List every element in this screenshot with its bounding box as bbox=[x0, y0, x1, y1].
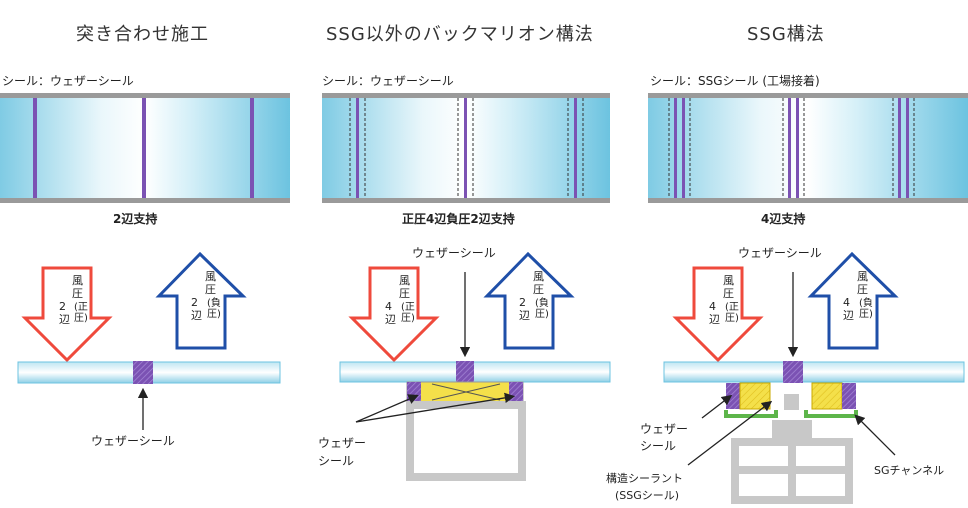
arrow-1n-sides: 2辺 bbox=[191, 296, 202, 322]
panel-3-structural-sealant-1: 構造シーラント bbox=[606, 472, 683, 485]
panel-3-elevation bbox=[648, 93, 968, 203]
panel-1-elevation bbox=[0, 93, 290, 203]
arrow-positive-pressure-1 bbox=[21, 266, 113, 363]
arrow-3n-head: 風圧 bbox=[857, 270, 868, 296]
panel-1-title: 突き合わせ施工 bbox=[76, 24, 209, 45]
arrow-3n-paren: (負圧) bbox=[859, 298, 873, 320]
panel-3-structural-sealant-2: (SSGシール) bbox=[615, 489, 680, 502]
arrow-2-sides: 4辺 bbox=[385, 300, 396, 326]
arrow-1-sides: 2辺 bbox=[59, 300, 70, 326]
arrow-3-paren: (正圧) bbox=[725, 302, 739, 324]
panel-2-weather-seal-top: ウェザーシール bbox=[412, 246, 496, 260]
arrow-1n-head: 風圧 bbox=[205, 270, 216, 296]
arrow-1-paren: (正圧) bbox=[74, 302, 88, 324]
arrow-3-sides: 4辺 bbox=[709, 300, 720, 326]
arrow-negative-pressure-2 bbox=[483, 251, 575, 350]
arrow-2n-head: 風圧 bbox=[533, 270, 544, 296]
seal-line bbox=[142, 98, 146, 198]
panel-3-weather-seal-left-2: シール bbox=[640, 439, 677, 453]
seal-line bbox=[250, 98, 254, 198]
panel-1-seal-label: シール：ウェザーシール bbox=[2, 74, 134, 88]
panel-3-title: SSG構法 bbox=[747, 24, 825, 45]
arrow-3-head: 風圧 bbox=[723, 274, 734, 300]
arrow-2-head: 風圧 bbox=[399, 274, 410, 300]
arrow-2n-sides: 2辺 bbox=[519, 296, 530, 322]
arrow-positive-pressure-2 bbox=[348, 266, 440, 363]
panel-1-weather-seal-callout: ウェザーシール bbox=[91, 434, 175, 448]
panel-2-weather-seal-bottom-2: シール bbox=[318, 454, 355, 468]
arrow-positive-pressure-3 bbox=[672, 266, 764, 363]
arrow-2-paren: (正圧) bbox=[401, 302, 415, 324]
seal-line bbox=[33, 98, 37, 198]
arrow-3n-sides: 4辺 bbox=[843, 296, 854, 322]
panel-2-support-label: 正圧4辺負圧2辺支持 bbox=[402, 212, 515, 226]
panel-2-elevation bbox=[322, 93, 610, 203]
weather-seal-block bbox=[133, 361, 153, 384]
arrow-1-head: 風圧 bbox=[72, 274, 83, 300]
panel-3-weather-seal-left-1: ウェザー bbox=[640, 422, 689, 436]
arrow-negative-pressure-3 bbox=[807, 251, 899, 350]
panel-2-weather-seal-bottom-1: ウェザー bbox=[318, 436, 367, 450]
panel-3-sg-channel: SGチャンネル bbox=[874, 464, 945, 477]
panel-2-title: SSG以外のバックマリオン構法 bbox=[326, 24, 594, 45]
panel-3-weather-seal-top: ウェザーシール bbox=[738, 246, 822, 260]
arrow-1n-paren: (負圧) bbox=[207, 298, 221, 320]
panel-2-seal-label: シール：ウェザーシール bbox=[322, 74, 454, 88]
panel-3-support-label: 4辺支持 bbox=[761, 212, 806, 226]
arrow-2n-paren: (負圧) bbox=[535, 298, 549, 320]
panel-1-support-label: 2辺支持 bbox=[113, 212, 158, 226]
panel-3-seal-label: シール：SSGシール (工場接着) bbox=[650, 74, 820, 88]
arrow-negative-pressure-1 bbox=[155, 251, 247, 350]
